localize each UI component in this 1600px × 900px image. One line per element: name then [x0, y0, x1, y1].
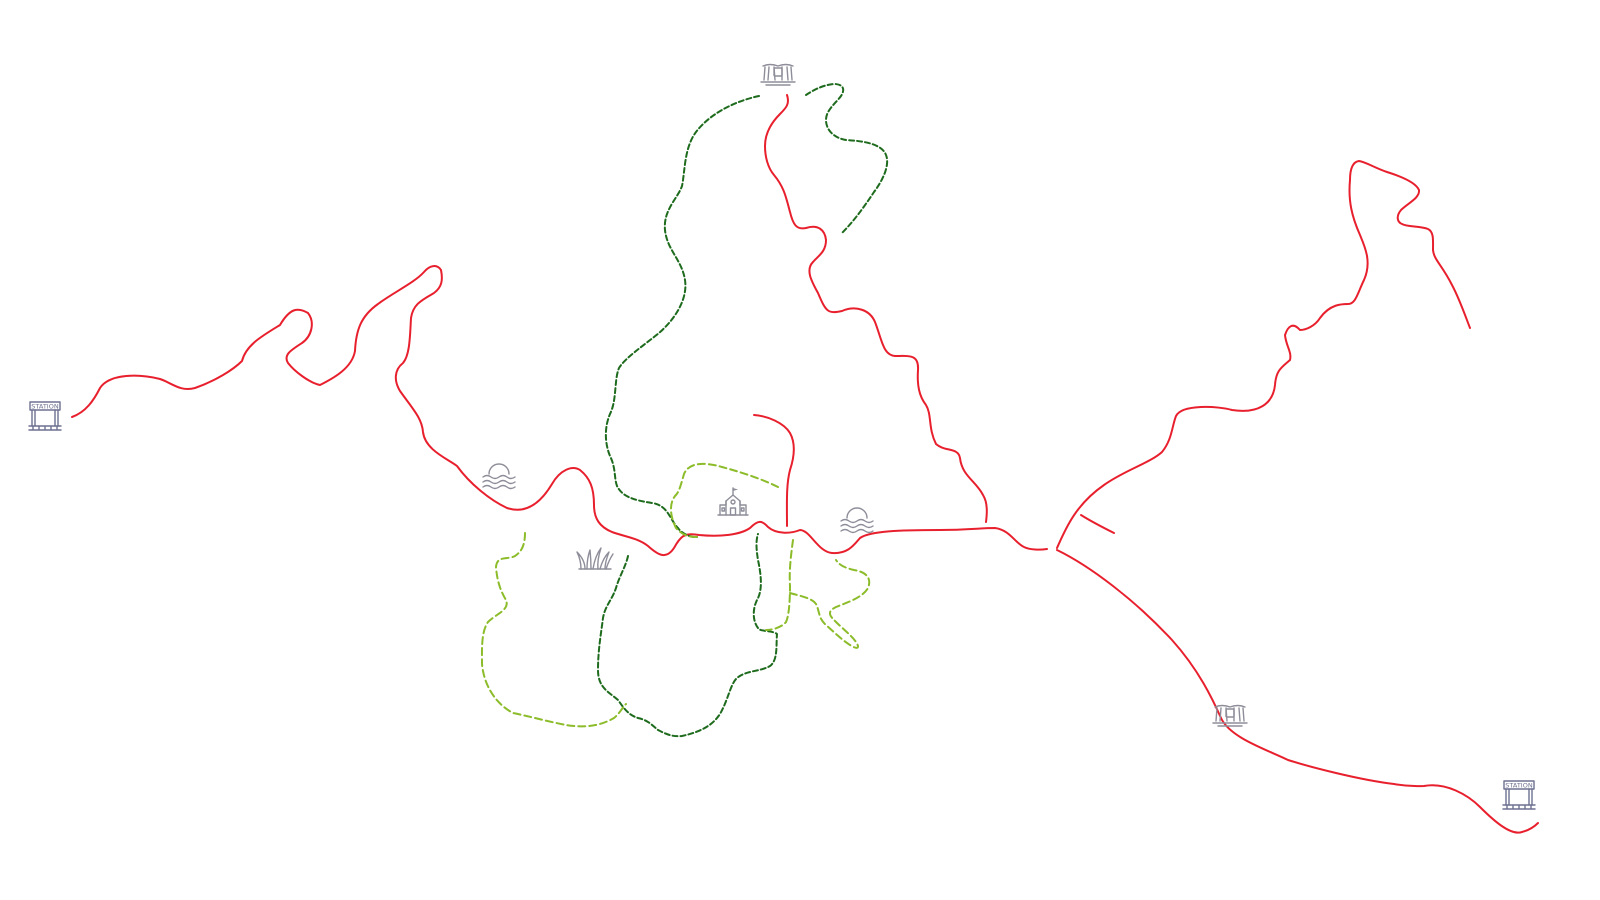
forest-trail-west-loop[interactable]	[604, 95, 760, 539]
waterfall-icon	[760, 63, 796, 86]
meadow-trail-southwest[interactable]	[480, 532, 627, 728]
station-west-icon[interactable]: STATION	[28, 401, 62, 431]
station-east-icon[interactable]: STATION	[1502, 780, 1536, 810]
main-trail-southeast[interactable]	[1056, 549, 1539, 834]
main-trail-spur-center[interactable]	[753, 414, 795, 527]
grass-icon	[576, 547, 614, 570]
forest-trail-north-loop[interactable]	[805, 83, 889, 235]
waterfall-icon	[1212, 704, 1248, 727]
lake-sunset-icon	[840, 507, 874, 534]
meadow-trail-east-loop[interactable]	[765, 539, 871, 649]
main-trail-short-spur[interactable]	[1080, 514, 1115, 534]
main-trail-northeast[interactable]	[1056, 160, 1471, 549]
school-icon	[717, 487, 749, 516]
meadow-trail-north-loop[interactable]	[670, 462, 779, 538]
forest-trail-network	[597, 83, 889, 738]
main-trail-north-loop[interactable]	[764, 94, 988, 523]
meadow-trail-network	[480, 462, 871, 728]
lake-sunset-icon	[482, 463, 516, 490]
station-east-label: STATION	[1505, 782, 1533, 790]
main-trail-west[interactable]	[71, 265, 1048, 557]
station-west-label: STATION	[31, 403, 59, 411]
forest-trail-south-loop[interactable]	[597, 533, 778, 738]
main-trail-network	[71, 94, 1539, 834]
